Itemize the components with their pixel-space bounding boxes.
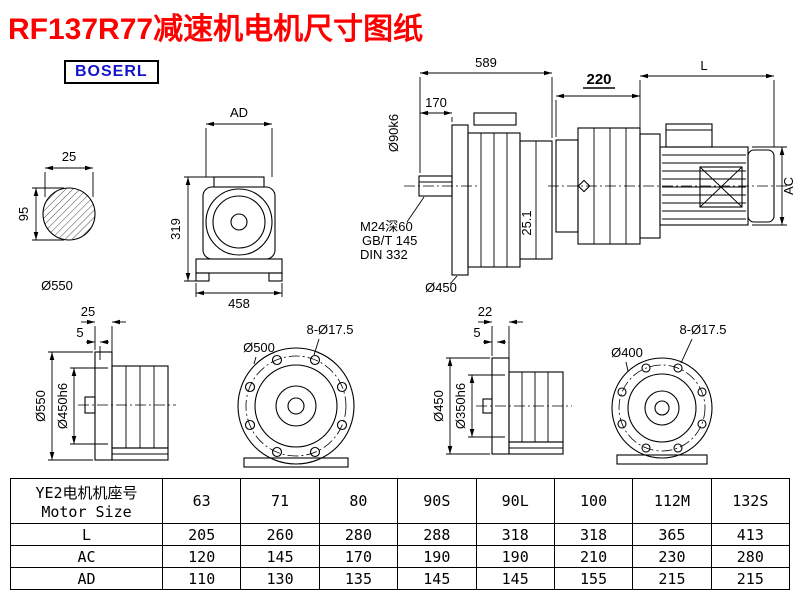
dim-width: 25 xyxy=(62,149,76,164)
cell-l-1: 260 xyxy=(240,523,320,546)
drawing-shaft-section: 25 95 Ø550 xyxy=(16,149,96,293)
cell-l-3: 288 xyxy=(397,523,477,546)
dim-height: 319 xyxy=(168,218,183,240)
row-label-ac: AC xyxy=(10,545,163,568)
cell-ad-3: 145 xyxy=(397,567,477,590)
cell-ac-4: 190 xyxy=(475,545,555,568)
dim-motor-length: L xyxy=(700,58,707,73)
cell-ac-1: 145 xyxy=(240,545,320,568)
drawing-gearbox-front: AD 319 458 xyxy=(168,105,283,311)
cell-ac-2: 170 xyxy=(318,545,399,568)
row-label-l: L xyxy=(10,523,163,546)
dim-height: 95 xyxy=(16,207,31,221)
table-header-row: YE2电机机座号 Motor Size 63 71 80 90S 90L 100… xyxy=(10,478,791,524)
label-flange-dia: Ø500 xyxy=(243,340,275,355)
cell-ad-5: 155 xyxy=(553,567,634,590)
cell-ad-6: 215 xyxy=(632,567,712,590)
drawing-output-side-1: 25 5 Ø550 Ø450h6 xyxy=(33,304,176,461)
header-size-90l: 90L xyxy=(475,478,555,524)
dimension-table: YE2电机机座号 Motor Size 63 71 80 90S 90L 100… xyxy=(10,478,791,590)
dim-flange-od: Ø550 xyxy=(33,390,48,422)
header-size-63: 63 xyxy=(161,478,242,524)
dim-base: 458 xyxy=(228,296,250,311)
drawing-reducer-side: 589 170 Ø90k6 M24深60 GB/T 145 DIN 332 25… xyxy=(360,55,553,295)
drawing-output-side-2: 22 5 Ø450 Ø350h6 xyxy=(431,304,572,455)
dim-flange-od: Ø450 xyxy=(431,390,446,422)
header-motor-size-en: Motor Size xyxy=(41,502,132,521)
cell-l-5: 318 xyxy=(553,523,634,546)
cell-ac-3: 190 xyxy=(397,545,477,568)
header-size-132s: 132S xyxy=(710,478,791,524)
label-standard-din: DIN 332 xyxy=(360,247,408,262)
dim-shaft-length: 170 xyxy=(425,95,447,110)
label-standard-gbt: GB/T 145 xyxy=(362,233,417,248)
cell-l-7: 413 xyxy=(710,523,791,546)
page-title: RF137R77减速机电机尺寸图纸 xyxy=(8,13,424,46)
dim-flange-diameter: Ø450 xyxy=(425,280,457,295)
cell-ad-4: 145 xyxy=(475,567,555,590)
label-flange-dia: Ø400 xyxy=(611,345,643,360)
cell-ac-6: 230 xyxy=(632,545,712,568)
cell-l-2: 280 xyxy=(318,523,399,546)
cell-l-6: 365 xyxy=(632,523,712,546)
dim-25: 25 xyxy=(81,304,95,319)
cell-ad-1: 130 xyxy=(240,567,320,590)
header-motor-size: YE2电机机座号 Motor Size xyxy=(10,478,163,524)
cell-ac-0: 120 xyxy=(161,545,242,568)
brand-logo: BOSERL xyxy=(64,60,159,84)
drawing-flange-front-1: 8-Ø17.5 Ø500 xyxy=(237,322,355,468)
header-size-100: 100 xyxy=(553,478,634,524)
header-motor-size-cn: YE2电机机座号 xyxy=(35,483,138,502)
table-row-ad: AD 110 130 135 145 145 155 215 215 xyxy=(10,567,791,590)
dim-5: 5 xyxy=(473,325,480,340)
cell-ac-5: 210 xyxy=(553,545,634,568)
header-size-80: 80 xyxy=(318,478,399,524)
drawing-flange-front-2: 8-Ø17.5 Ø400 xyxy=(611,322,727,465)
motor-dimension-table: YE2电机机座号 Motor Size 63 71 80 90S 90L 100… xyxy=(10,478,791,590)
header-size-71: 71 xyxy=(240,478,320,524)
cell-l-4: 318 xyxy=(475,523,555,546)
header-size-90s: 90S xyxy=(397,478,477,524)
dim-22: 22 xyxy=(478,304,492,319)
dim-motor-diameter: AC xyxy=(781,177,796,195)
label-bolt-holes: 8-Ø17.5 xyxy=(680,322,727,337)
row-label-ad: AD xyxy=(10,567,163,590)
label-diameter: Ø550 xyxy=(41,278,73,293)
dim-shaft-diameter: Ø90k6 xyxy=(386,114,401,152)
dim-key: 25.1 xyxy=(519,210,534,235)
cell-ac-7: 280 xyxy=(710,545,791,568)
cell-ad-2: 135 xyxy=(318,567,399,590)
dim-ad: AD xyxy=(230,105,248,120)
dim-spigot: Ø350h6 xyxy=(453,383,468,429)
drawing-motor-side: 220 L AC xyxy=(548,58,796,245)
dim-5: 5 xyxy=(76,325,83,340)
header-size-112m: 112M xyxy=(632,478,712,524)
cell-l-0: 205 xyxy=(161,523,242,546)
table-row-ac: AC 120 145 170 190 190 210 230 280 xyxy=(10,545,791,568)
table-row-l: L 205 260 280 288 318 318 365 413 xyxy=(10,523,791,546)
label-bolt-holes: 8-Ø17.5 xyxy=(307,322,354,337)
label-tapped-hole: M24深60 xyxy=(360,219,413,234)
dim-220: 220 xyxy=(586,71,611,88)
cell-ad-0: 110 xyxy=(161,567,242,590)
dim-spigot: Ø450h6 xyxy=(55,383,70,429)
dim-total-length: 589 xyxy=(475,55,497,70)
cell-ad-7: 215 xyxy=(710,567,791,590)
